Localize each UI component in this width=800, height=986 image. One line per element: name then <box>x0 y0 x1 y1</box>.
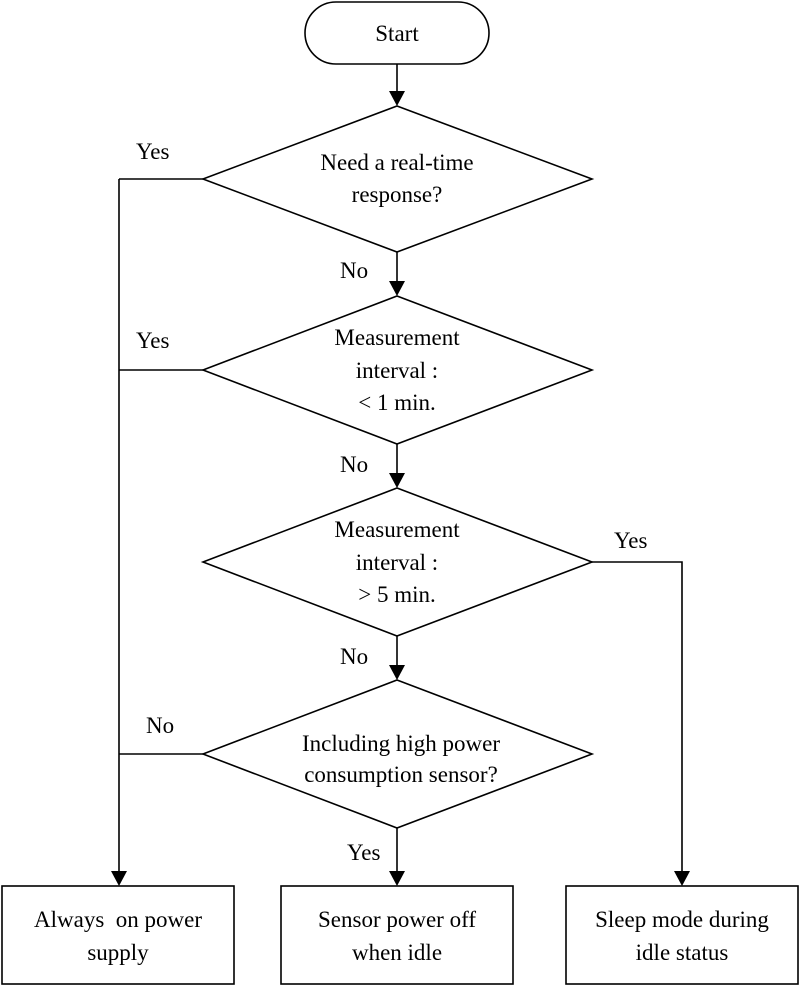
arrowhead-always-on <box>111 871 127 886</box>
arrowhead-d3 <box>389 473 405 488</box>
outcome-always-on-line1: Always on power <box>34 907 202 932</box>
decision-high-power-sensor-line1: Including high power <box>302 731 500 756</box>
arrowhead-d1 <box>389 91 405 106</box>
label-d1-no: No <box>340 258 368 283</box>
decision-realtime-line2: response? <box>352 182 443 207</box>
label-d2-no: No <box>340 452 368 477</box>
decision-interval-gt-5min-line1: Measurement <box>334 517 460 542</box>
label-d4-no: No <box>146 713 174 738</box>
decision-interval-gt-5min-line2: interval : <box>356 550 438 575</box>
arrowhead-d4 <box>389 665 405 680</box>
start-label: Start <box>375 21 419 46</box>
arrowhead-sleep <box>674 871 690 886</box>
label-d2-yes: Yes <box>136 328 170 353</box>
label-d3-yes: Yes <box>614 528 648 553</box>
label-d4-yes: Yes <box>347 840 381 865</box>
outcome-sensor-off-line1: Sensor power off <box>318 907 476 932</box>
decision-interval-gt-5min-line3: > 5 min. <box>358 582 436 607</box>
outcome-sensor-off <box>280 885 514 985</box>
connector-d3-yes <box>592 561 683 872</box>
decision-realtime <box>200 105 595 253</box>
label-d3-no: No <box>340 644 368 669</box>
decision-interval-lt-1min-line3: < 1 min. <box>358 390 436 415</box>
arrowhead-d2 <box>389 281 405 296</box>
outcome-sleep-mode <box>565 885 799 985</box>
decision-interval-lt-1min-line2: interval : <box>356 358 438 383</box>
decision-high-power-sensor-line2: consumption sensor? <box>304 762 498 787</box>
outcome-sensor-off-line2: when idle <box>352 940 442 965</box>
arrowhead-sensor-off <box>389 871 405 886</box>
decision-realtime-line1: Need a real-time <box>320 150 473 175</box>
label-d1-yes: Yes <box>136 139 170 164</box>
decision-interval-lt-1min-line1: Measurement <box>334 325 460 350</box>
outcome-sleep-mode-line2: idle status <box>636 940 729 965</box>
outcome-always-on <box>1 885 235 985</box>
outcome-sleep-mode-line1: Sleep mode during <box>595 907 769 932</box>
outcome-always-on-line2: supply <box>87 940 149 965</box>
